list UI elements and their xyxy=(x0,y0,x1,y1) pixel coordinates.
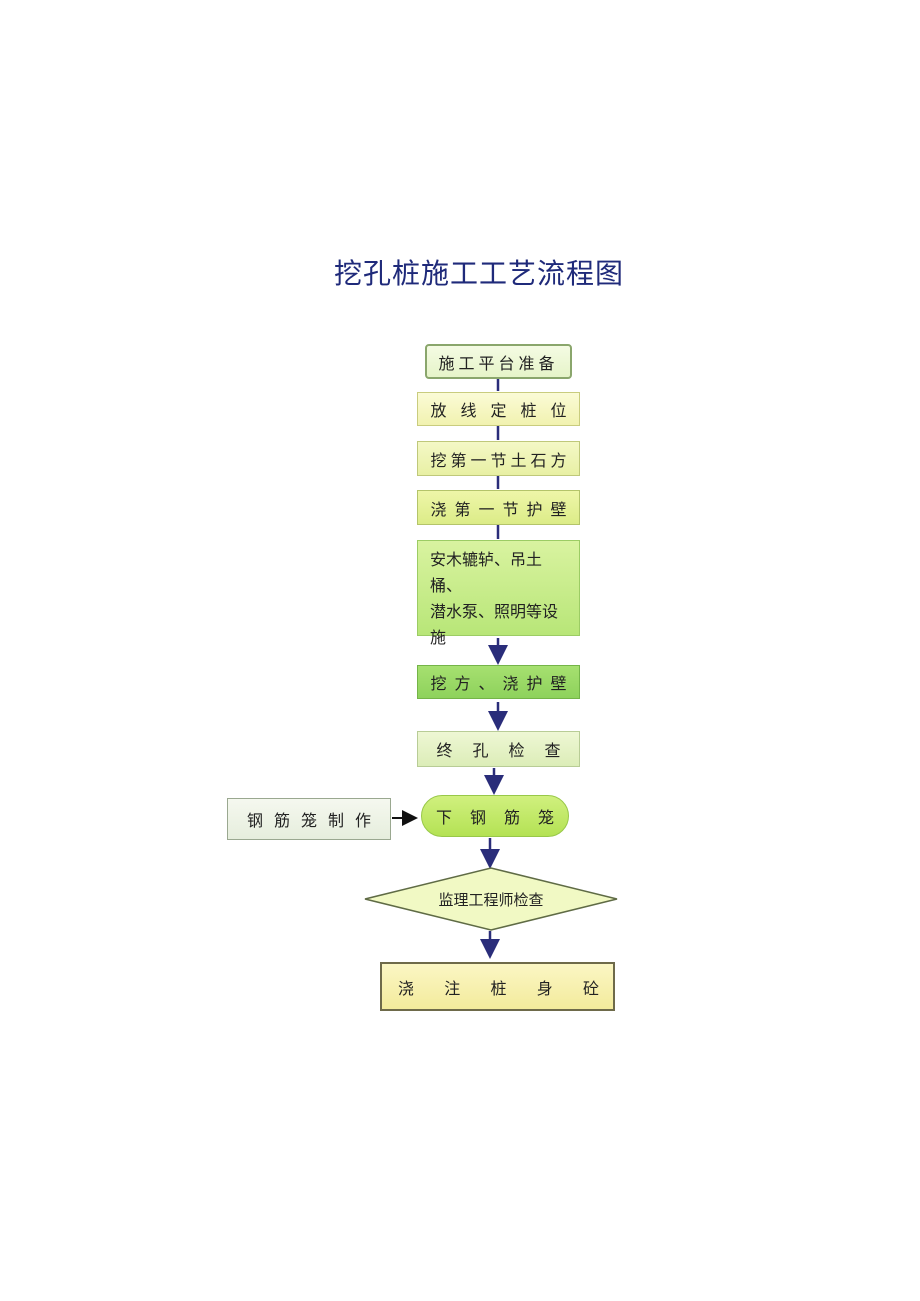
step-stake-out: 放线定桩位 xyxy=(417,392,580,426)
step-install-equipment-line2: 潜水泵、照明等设施 xyxy=(430,602,559,647)
step-supervisor-check: 监理工程师检查 xyxy=(365,868,617,930)
step-pour-first-wall: 浇第一节护壁 xyxy=(417,490,580,525)
step-pour-pile-concrete: 浇 注 桩 身 砼 xyxy=(380,962,615,1011)
pour-char-5: 砼 xyxy=(582,978,599,998)
step-lower-rebar-cage: 下钢筋笼 xyxy=(421,795,569,837)
step-install-equipment: 安木辘轳、吊土桶、 潜水泵、照明等设施 xyxy=(417,540,580,647)
step-install-equipment-line1: 安木辘轳、吊土桶、 xyxy=(430,550,543,595)
step-supervisor-check-label: 监理工程师检查 xyxy=(438,890,544,909)
step-dig-and-pour-wall: 挖方、浇护壁 xyxy=(417,665,580,699)
step-dig-first-section: 挖第一节土石方 xyxy=(417,441,580,476)
pour-char-2: 注 xyxy=(444,978,461,998)
step-platform-prep: 施工平台准备 xyxy=(425,344,572,379)
pour-char-1: 浇 xyxy=(398,978,415,998)
pour-char-3: 桩 xyxy=(490,978,507,998)
step-final-hole-check: 终孔检查 xyxy=(417,731,580,767)
page-title: 挖孔桩施工工艺流程图 xyxy=(333,257,624,290)
pour-char-4: 身 xyxy=(536,978,553,998)
step-make-rebar-cage: 钢筋笼制作 xyxy=(227,798,391,840)
